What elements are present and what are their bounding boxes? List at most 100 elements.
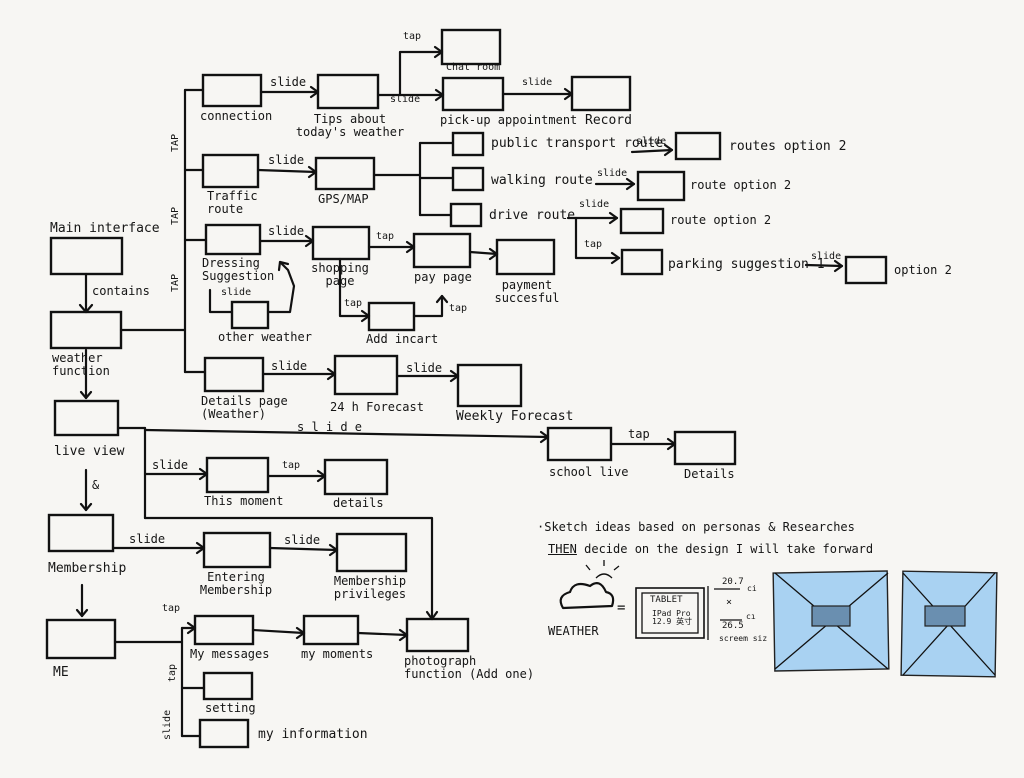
- moments-box: [302, 614, 360, 646]
- drive2-box: [619, 207, 665, 235]
- edge-tap-moment-details: tap: [282, 460, 301, 471]
- edge-slide-privileges: slide: [284, 533, 321, 547]
- dim-height: 26.5: [722, 621, 744, 631]
- dimension-marks: [707, 586, 742, 640]
- walk2-box: [636, 170, 686, 202]
- public-label: public transport route: [491, 136, 664, 151]
- messages-box: [193, 614, 255, 646]
- edge-slide-school: s l i d e: [297, 420, 363, 434]
- edge-tap-school-details: tap: [628, 427, 650, 441]
- weather-sketch-equals: =: [617, 600, 626, 616]
- edge-tap-shopping: tap: [376, 231, 395, 242]
- drive-box: [449, 202, 483, 228]
- weather-sketch-label: WEATHER: [548, 624, 599, 638]
- gps-box: [314, 156, 376, 191]
- dim-width: 20.7: [722, 577, 744, 587]
- connector-lines: [75, 45, 844, 738]
- membership-box: [47, 513, 115, 553]
- connection-box: [201, 73, 263, 108]
- sticky-note-large: [772, 570, 890, 672]
- edge-tap-label-1: TAP: [170, 133, 181, 152]
- membership-label: Membership: [48, 561, 127, 576]
- dim-screen: screem siz: [719, 634, 768, 643]
- weekly-box: [456, 363, 523, 408]
- details-weather-label: Details page (Weather): [201, 394, 288, 421]
- traffic-box: [201, 153, 260, 189]
- photo-label: photograph function (Add one): [404, 654, 535, 681]
- edge-slide-dressing: slide: [268, 224, 305, 238]
- routes2-label: routes option 2: [729, 139, 847, 154]
- addcart-label: Add incart: [366, 332, 439, 346]
- edge-tap-setting: tap: [167, 663, 178, 682]
- edge-slide-record: slide: [522, 77, 553, 88]
- connection-label: connection: [200, 109, 273, 123]
- chat-room-box: [440, 28, 502, 66]
- moment-details-label: details: [333, 496, 384, 510]
- school-live-box: [546, 426, 613, 462]
- dim-height-unit: cı: [746, 612, 756, 621]
- parking-label: parking suggestion 1: [668, 257, 825, 272]
- edge-slide-pickup: slide: [390, 94, 421, 105]
- live-view-box: [53, 399, 120, 437]
- edge-slide-membership: slide: [129, 532, 166, 546]
- live-view-label: live view: [54, 444, 125, 459]
- entering-box: [202, 531, 272, 569]
- weather-function-box: [49, 310, 123, 350]
- weather-function-label: weather function: [52, 351, 110, 378]
- entering-label: Entering Membership: [199, 570, 273, 597]
- notes-line-1: ·Sketch ideas based on personas & Resear…: [537, 520, 855, 534]
- tablet-screen: [641, 592, 699, 634]
- edge-tap-chat: tap: [403, 31, 422, 42]
- tips-label: Tips about today's weather: [295, 112, 405, 139]
- edge-slide-public: slide: [636, 136, 667, 147]
- this-moment-label: This moment: [204, 494, 284, 508]
- payment-success-box: [495, 238, 556, 276]
- traffic-label: Traffic route: [207, 189, 258, 216]
- chat-room-label: Chat room: [446, 62, 501, 73]
- notes-then: THEN: [548, 542, 577, 556]
- edge-tap-label-3: TAP: [170, 273, 181, 292]
- edge-tap-messages: tap: [162, 603, 181, 614]
- school-details-box: [673, 430, 737, 466]
- me-box: [45, 618, 117, 660]
- forecast24-label: 24 h Forecast: [330, 400, 424, 414]
- edge-slide-other: slide: [221, 287, 252, 298]
- edge-contains-label: contains: [92, 284, 150, 298]
- sticky-note-small: [900, 570, 998, 678]
- moments-label: my moments: [301, 647, 374, 661]
- details-weather-box: [203, 356, 265, 393]
- main-interface-label: Main interface: [50, 221, 160, 236]
- main-interface-box: [49, 236, 124, 276]
- pickup-label: pick-up appointment: [440, 113, 578, 127]
- public-box: [451, 131, 485, 157]
- option2-box: [844, 255, 888, 285]
- routes2-box: [674, 131, 722, 161]
- option2-label: option 2: [894, 263, 952, 277]
- edge-slide-option2: slide: [811, 251, 842, 262]
- setting-label: setting: [205, 701, 256, 715]
- notes-line-2: THEN decide on the design I will take fo…: [548, 543, 873, 556]
- school-live-label: school live: [549, 465, 629, 479]
- edge-slide-walking: slide: [597, 168, 628, 179]
- messages-label: My messages: [190, 647, 270, 661]
- tips-box: [316, 73, 380, 110]
- dim-times: ×: [726, 597, 733, 608]
- weekly-label: Weekly Forecast: [456, 409, 574, 424]
- edge-tap-addcart: tap: [344, 298, 363, 309]
- tablet-label: TABLET: [650, 595, 683, 605]
- ipad-label: IPad Pro 12.9 英寸: [652, 609, 693, 627]
- other-weather-label: other weather: [218, 330, 312, 344]
- other-weather-box: [230, 300, 270, 330]
- pay-box: [412, 232, 472, 269]
- edge-slide-details: slide: [271, 359, 308, 373]
- record-box: [570, 75, 632, 112]
- shopping-box: [311, 225, 371, 261]
- walking-box: [451, 166, 485, 192]
- edge-slide-moment: slide: [152, 458, 189, 472]
- setting-box: [202, 671, 254, 701]
- payment-success-label: payment succesful: [494, 278, 560, 305]
- dressing-box: [204, 223, 262, 256]
- me-label: ME: [53, 665, 69, 680]
- edge-slide-drive: slide: [579, 199, 610, 210]
